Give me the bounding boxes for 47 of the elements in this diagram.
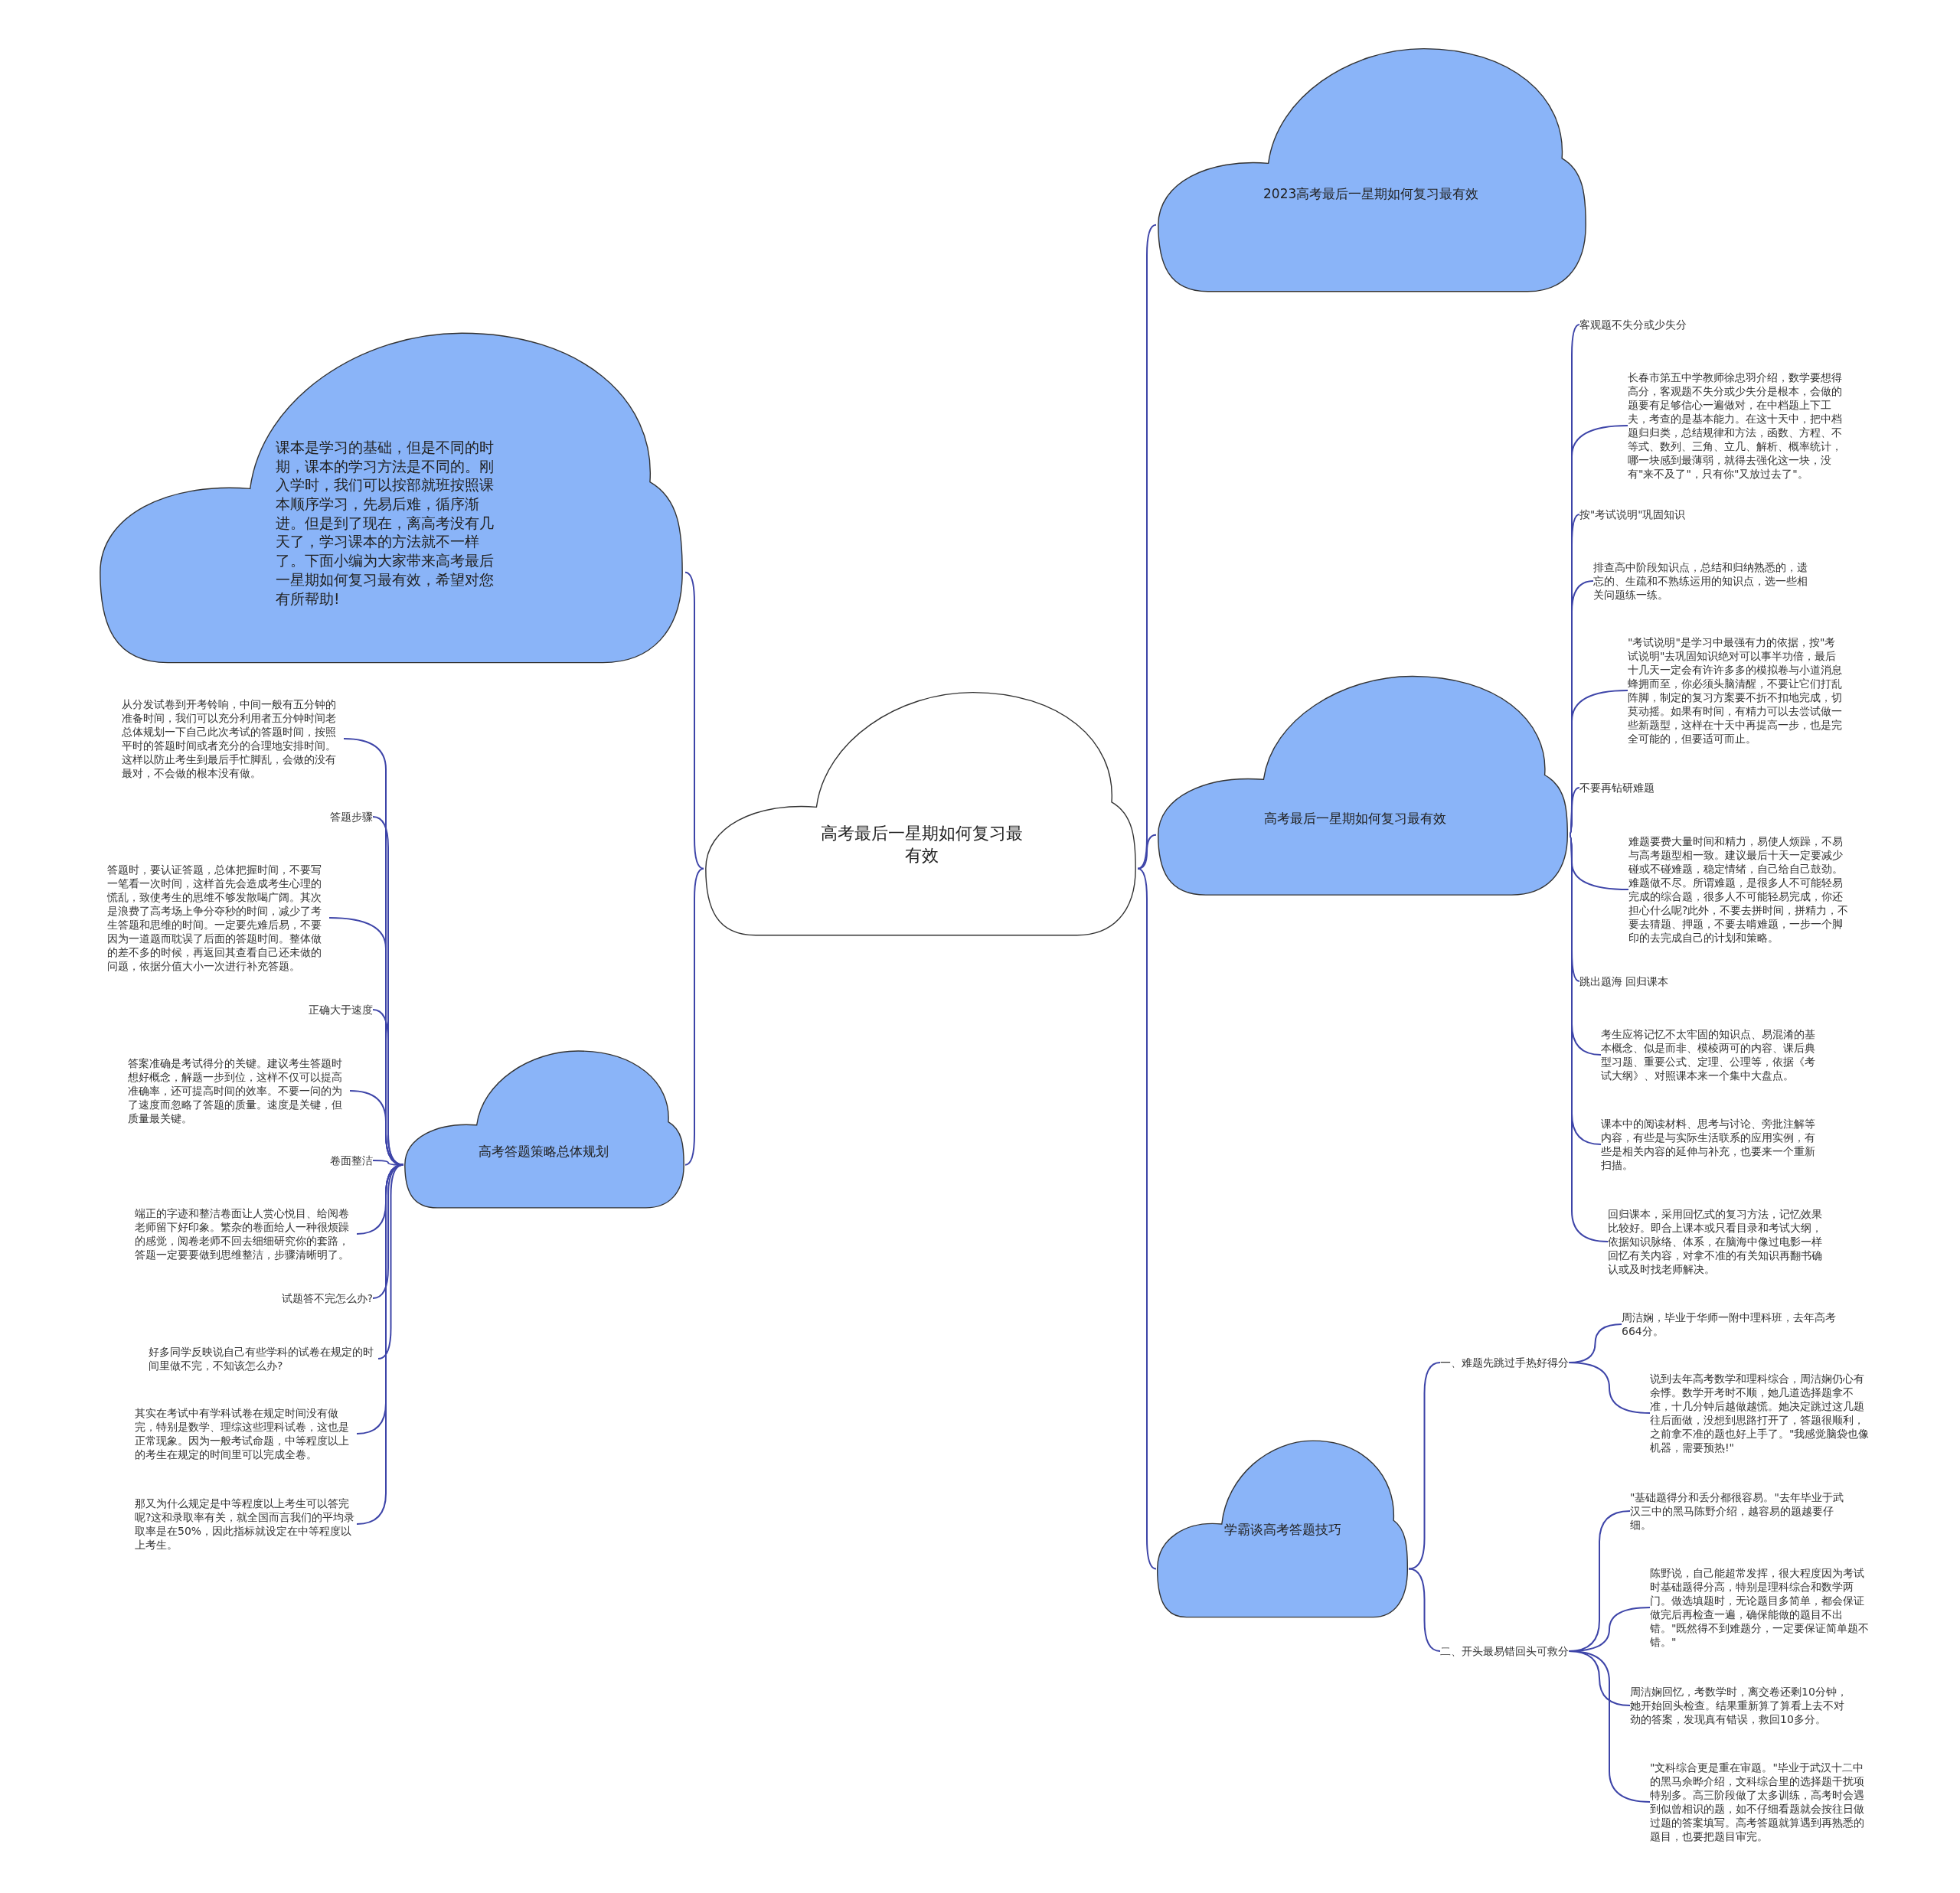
paragraph-text: 陈野说，自己能超常发挥，很大程度因为考试时基础题得分高，特别是理科综合和数学两门。做选填题时，无论题目多简单，都会保证做完后再检查一遍，确保能做的题目不出错。"既然得不到难题分，一定要保证简单题不错。" — [1650, 1566, 1872, 1649]
paragraph-text: 难题要费大量时间和精力，易使人烦躁，不易与高考题型相一致。建议最后十天一定要减少碰或不碰难题，稳定情绪，自己给自己鼓劲。难题做不尽。所谓难题，是很多人不可能轻易完成的综合题，很多人不可能轻易完成，你还担心什么呢?此外，不要去拼时间，拼精力，不要去猜题、押题，不要去啃难题，一步一个脚印的去完成自己的计划和策略。 — [1628, 834, 1851, 945]
paragraph-text: 回归课本，采用回忆式的复习方法，记忆效果比较好。即合上课本或只看目录和考试大纲，依据知识脉络、体系，在脑海中像过电影一样回忆有关内容，对拿不准的有关知识再翻书确认或及时找老师解决。 — [1608, 1207, 1830, 1276]
paragraph-text: 从分发试卷到开考铃响，中间一般有五分钟的准备时间，我们可以充分利用者五分钟时间老总体规划一下自己此次考试的答题时间，按照平时的答题时间或者充分的合理地安排时间。这样以防止考生到最后手忙脚乱，会做的没有最对，不会做的根本没有做。 — [122, 697, 344, 780]
topic-text: 按"考试说明"巩固知识 — [1579, 508, 1686, 521]
paragraph-text: 长春市第五中学教师徐忠羽介绍，数学要想得高分，客观题不失分或少失分是根本，会做的题要有足够信心一遍做对，在中档题上下工夫，考查的是基本能力。在这十天中，把中档题归归类，总结规律和方法，函数、方程、不等式、数列、三角、立几、解析、概率统计，哪一块感到最薄弱，就得去强化这一块，没有"来不及了"，只有你"又放过去了"。 — [1628, 370, 1846, 481]
cloud-label: 课本是学习的基础，但是不同的时期，课本的学习方法是不同的。刚入学时，我们可以按部就班按照课本顺序学习，先易后难，循序渐进。但是到了现在，离高考没有几天了，学习课本的方法就不一样了。下面小编为大家带来高考最后一星期如何复习最有效，希望对您有所帮助! — [276, 438, 495, 609]
topic-text: 不要再钻研难题 — [1579, 781, 1655, 795]
topic-text: 一、难题先跳过手热好得分 — [1440, 1356, 1569, 1369]
paragraph-text: 排查高中阶段知识点，总结和归纳熟悉的，遗忘的、生疏和不熟练运用的知识点，选一些相关问题练一练。 — [1593, 560, 1811, 602]
cloud-label: 2023高考最后一星期如何复习最有效 — [1263, 185, 1480, 203]
paragraph-text: 那又为什么规定是中等程度以上考生可以答完呢?这和录取率有关，就全国而言我们的平均录取率是在50%，因此指标就设定在中等程度以上考生。 — [135, 1496, 357, 1552]
paragraph-text: "考试说明"是学习中最强有力的依据，按"考试说明"去巩固知识绝对可以事半功倍，最后十几天一定会有许许多多的模拟卷与小道消息蜂拥而至，你必须头脑清醒，不要让它们打乱阵脚，制定的复习方案要不折不扣地完成，切莫动摇。如果有时间，有精力可以去尝试做一些新题型，这样在十天中再提高一步，也是完全可能的，但要适可而止。 — [1628, 635, 1846, 746]
cloud-label: 高考答题策略总体规划 — [478, 1143, 609, 1160]
connector-line — [1568, 1650, 1651, 1803]
connector-line — [1568, 1362, 1651, 1414]
paragraph-text: 答题时，要认证答题，总体把握时间，不要写一笔看一次时间，这样首先会造成考生心理的慌乱，致使考生的思维不够发散喝广阔。其次是浪费了高考场上争分夺秒的时间，减少了考生答题和思维的时间。一定要先难后易，不要因为一道题而耽误了后面的答题时间。整体做的差不多的时候，再返回其查看自己还未做的问题，依据分值大小一次进行补充答题。 — [107, 863, 329, 973]
topic-text: 答题步骤 — [330, 810, 373, 824]
connector-line — [1137, 224, 1157, 870]
paragraph-text: 周洁娴回忆，考数学时，离交卷还剩10分钟，她开始回头检查。结果重新算了算看上去不对劲的答案，发现真有错误，救回10多分。 — [1630, 1685, 1852, 1726]
paragraph-text: 周洁娴，毕业于华师一附中理科班，去年高考664分。 — [1622, 1310, 1844, 1338]
connector-line — [1408, 1568, 1441, 1652]
topic-text: 试题答不完怎么办? — [281, 1291, 373, 1305]
connector-line — [684, 571, 704, 870]
connector-line — [1569, 787, 1580, 836]
connector-line — [1569, 834, 1609, 1242]
connector-line — [684, 867, 704, 1166]
paragraph-text: 课本中的阅读材料、思考与讨论、旁批注解等内容，有些是与实际生活联系的应用实例，有些是相关内容的延伸与补充，也要来一个重新扫描。 — [1601, 1117, 1823, 1172]
paragraph-text: 端正的字迹和整洁卷面让人赏心悦目、给阅卷老师留下好印象。繁杂的卷面给人一种很烦躁的感觉，阅卷老师不回去细细研究你的套路，答题一定要要做到思维整洁，步骤清晰明了。 — [135, 1206, 357, 1261]
topic-text: 跳出题海 回归课本 — [1579, 974, 1669, 988]
paragraph-text: 答案准确是考试得分的关键。建议考生答题时想好概念，解题一步到位，这样不仅可以提高准确率，还可提高时间的效率。不要一问的为了速度而忽略了答题的质量。速度是关键，但质量最关键。 — [128, 1056, 350, 1125]
paragraph-text: 其实在考试中有学科试卷在规定时间没有做完，特别是数学、理综这些理科试卷，这也是正常现象。因为一般考试命题，中等程度以上的考生在规定的时间里可以完成全卷。 — [135, 1406, 357, 1461]
topic-text: 二、开头最易错回头可救分 — [1440, 1644, 1569, 1658]
cloud-label: 高考最后一星期如何复习最有效 — [819, 823, 1024, 867]
paragraph-text: "基础题得分和丢分都很容易。"去年毕业于武汉三中的黑马陈野介绍，越容易的题越要仔细。 — [1630, 1490, 1852, 1532]
connector-line — [1408, 1362, 1441, 1570]
paragraph-text: "文科综合更是重在审题。"毕业于武汉十二中的黑马佘晔介绍，文科综合里的选择题干扰项特别多。高三阶段做了太多训练，高考时会遇到似曾相识的题，如不仔细看题就会按往日做过题的答案填写。高考答题就算遇到再熟悉的题目，也要把题目审完。 — [1650, 1761, 1872, 1843]
cloud-label: 学霸谈高考答题技巧 — [1223, 1521, 1342, 1539]
paragraph-text: 好多同学反映说自己有些学科的试卷在规定的时间里做不完，不知该怎么办? — [149, 1345, 378, 1372]
cloud-label: 高考最后一星期如何复习最有效 — [1263, 810, 1447, 827]
connector-line — [1137, 867, 1157, 1570]
topic-text: 正确大于速度 — [309, 1003, 373, 1017]
connector-line — [1137, 834, 1157, 870]
topic-text: 客观题不失分或少失分 — [1579, 318, 1687, 331]
paragraph-text: 考生应将记忆不太牢固的知识点、易混淆的基本概念、似是而非、模棱两可的内容、课后典型习题、重要公式、定理、公理等，依据《考试大纲》、对照课本来一个集中大盘点。 — [1601, 1027, 1823, 1082]
topic-text: 卷面整洁 — [330, 1154, 373, 1167]
paragraph-text: 说到去年高考数学和理科综合，周洁娴仍心有余悸。数学开考时不顺，她几道选择题拿不准，十几分钟后越做越慌。她决定跳过这几题往后面做，没想到思路打开了，答题很顺利，之前拿不准的题也好上手了。"我感觉脑袋也像机器，需要预热!" — [1650, 1372, 1872, 1454]
